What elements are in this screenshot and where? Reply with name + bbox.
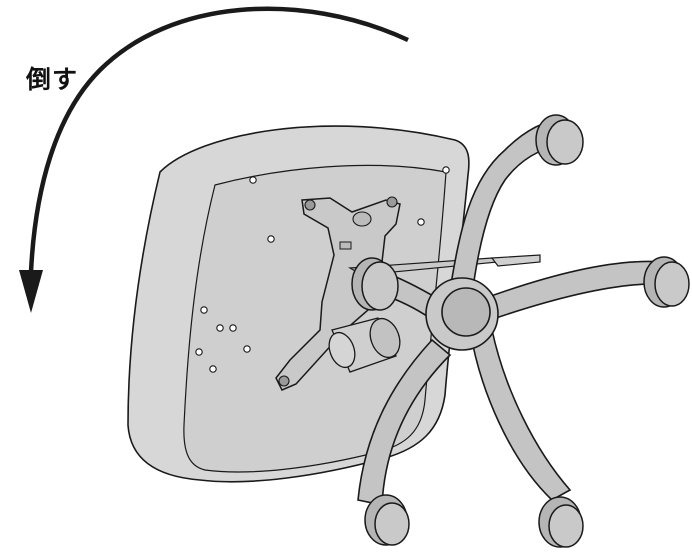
caster-bottom-right [539, 497, 583, 547]
caster-top [536, 115, 583, 165]
instruction-label: 倒す [26, 60, 78, 96]
caster-right [644, 257, 689, 307]
caster-bottom-left [365, 495, 409, 545]
